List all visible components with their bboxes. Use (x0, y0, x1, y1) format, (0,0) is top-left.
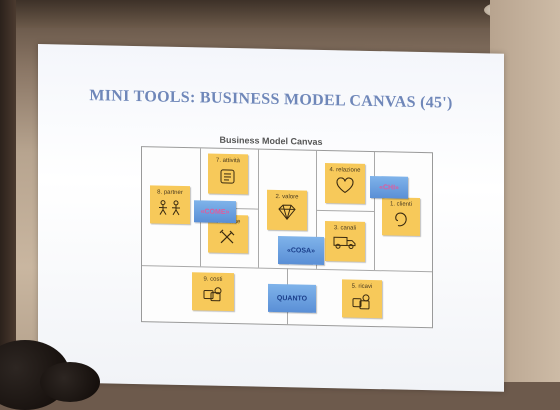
heart-icon (336, 177, 354, 194)
note-label: 2. valore (275, 193, 299, 201)
note-attivita: 7. attività (208, 153, 248, 195)
grid-line (374, 152, 375, 271)
note-relazioni: 4. relazione (325, 163, 365, 204)
card-label: «CHI» (379, 183, 399, 192)
business-model-canvas: 8. partner 7. attività 6. risorse 2. val… (141, 146, 433, 329)
grid-line (258, 149, 259, 268)
card-cosa: «COSA» (278, 236, 324, 265)
card-chi: «CHI» (370, 175, 408, 199)
money-icon (203, 287, 222, 302)
card-label: QUANTO (276, 294, 308, 303)
note-partner: 8. partner (150, 185, 190, 225)
note-label: 9. costi (203, 276, 223, 283)
canvas-title: Business Model Canvas (219, 134, 323, 147)
left-edge (0, 0, 16, 382)
note-valore: 2. valore (267, 189, 307, 231)
note-label: 1. clienti (389, 201, 412, 208)
card-quanto: QUANTO (268, 283, 316, 313)
note-canali: 3. canali (325, 221, 365, 262)
note-label: 8. partner (157, 189, 183, 197)
note-clienti: 1. clienti (382, 197, 420, 237)
audience-head (40, 362, 100, 402)
note-risorse: 6. risorse (208, 214, 248, 254)
tools-icon (219, 229, 235, 244)
people-icon (159, 200, 180, 216)
note-label: 3. canali (333, 225, 357, 232)
card-come: «COME» (194, 200, 236, 224)
truck-icon (333, 236, 356, 250)
note-label: 4. relazione (329, 167, 361, 174)
scroll-icon (220, 169, 235, 184)
card-label: «COME» (200, 207, 230, 216)
grid-line (316, 209, 374, 213)
note-ricavi: 5. ricavi (342, 279, 382, 319)
projection-screen: MINI TOOLS: BUSINESS MODEL CANVAS (45') … (38, 44, 504, 392)
face-icon (395, 212, 407, 227)
note-label: 7. attività (215, 157, 240, 165)
slide-title: MINI TOOLS: BUSINESS MODEL CANVAS (45') (89, 87, 453, 112)
note-costi: 9. costi (192, 272, 234, 312)
coins-icon (352, 294, 370, 310)
card-label: «COSA» (286, 246, 315, 255)
diamond-icon (278, 204, 296, 221)
ceiling (0, 0, 560, 28)
note-label: 5. ricavi (351, 283, 373, 291)
